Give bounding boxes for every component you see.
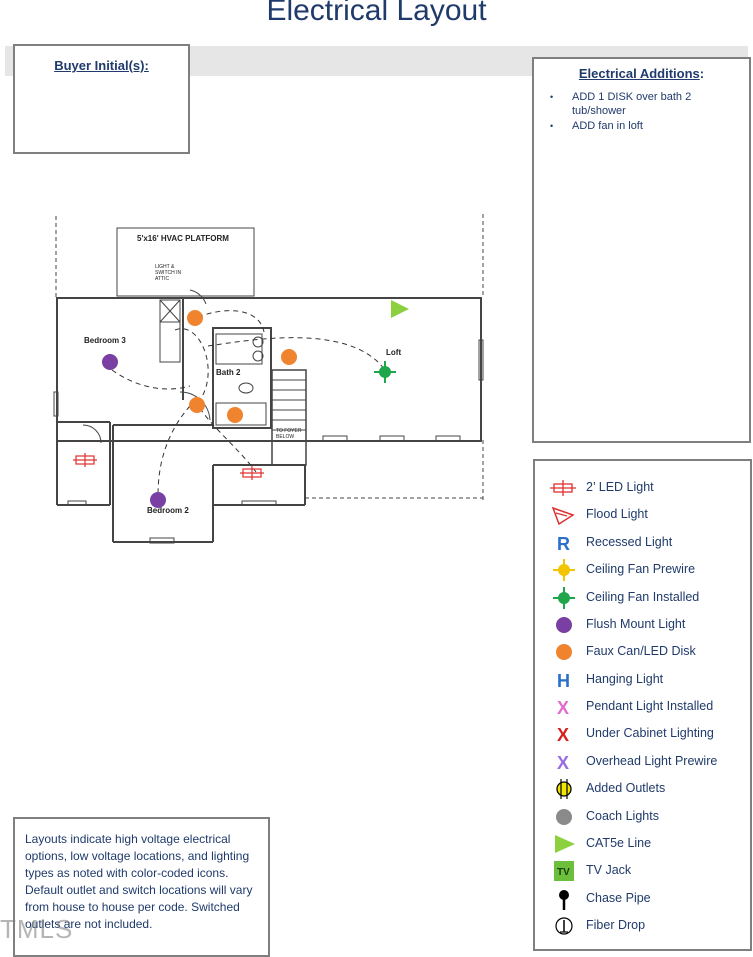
faux-can-led-disk-icon (187, 310, 203, 326)
legend-item: 2’ LED Light (547, 476, 747, 500)
cat5e-line-icon (391, 300, 409, 318)
legend-item: X Overhead Light Prewire (547, 750, 747, 774)
legend-item: CAT5e Line (547, 832, 747, 856)
legend-item: Coach Lights (547, 805, 747, 829)
flood-light-icon (551, 506, 575, 526)
flush-mount-light-icon (556, 617, 572, 633)
cat5e-line-icon (555, 835, 575, 853)
electrical-additions-heading: Electrical Additions: (578, 66, 705, 81)
legend-item: Chase Pipe (547, 887, 747, 911)
hanging-light-icon: H (557, 671, 570, 691)
room-label-bedroom-3: Bedroom 3 (84, 336, 126, 345)
legend-item: TV TV Jack (547, 859, 747, 883)
svg-text:X: X (557, 698, 569, 718)
buyer-initials-label: Buyer Initial(s): (54, 58, 149, 73)
room-label-loft: Loft (386, 348, 402, 357)
svg-text:TV: TV (557, 867, 570, 878)
led-2ft-icon (73, 453, 97, 467)
faux-can-led-disk-icon (556, 644, 572, 660)
legend-item: Faux Can/LED Disk (547, 640, 747, 664)
coach-light-icon (556, 809, 572, 825)
room-label-bath-2: Bath 2 (216, 368, 241, 377)
hvac-platform-label: 5'x16' HVAC PLATFORM (137, 234, 229, 243)
legend-item: Fiber Drop (547, 914, 747, 938)
legend: 2’ LED Light Flood Light R Recessed Ligh… (533, 459, 752, 951)
led-2ft-icon (240, 466, 264, 480)
overhead-light-prewire-icon: X (557, 753, 569, 773)
addition-item: ADD fan in loft (548, 119, 738, 133)
stair-note: TO FOYER BELOW (276, 428, 302, 440)
legend-item: Ceiling Fan Prewire (547, 558, 747, 582)
ceiling-fan-prewire-icon (553, 559, 575, 581)
disclaimer-text: Layouts indicate high voltage electrical… (25, 832, 253, 931)
room-label-bedroom-2: Bedroom 2 (147, 506, 189, 515)
ceiling-fan-installed-icon (374, 361, 396, 383)
svg-text:R: R (557, 534, 570, 554)
legend-item: R Recessed Light (547, 531, 747, 555)
mls-watermark: TMLS (0, 914, 74, 944)
pendant-light-icon: X (557, 698, 569, 718)
svg-text:H: H (557, 671, 570, 691)
fiber-drop-icon (555, 917, 573, 935)
legend-item: X Under Cabinet Lighting (547, 722, 747, 746)
legend-item: Ceiling Fan Installed (547, 586, 747, 610)
electrical-additions-box: Electrical Additions: ADD 1 DISK over ba… (532, 57, 751, 443)
tv-jack-icon: TV (554, 861, 574, 881)
faux-can-led-disk-icon (189, 397, 205, 413)
floor-plan-drawing (53, 214, 484, 544)
electrical-additions-list: ADD 1 DISK over bath 2 tub/shower ADD fa… (548, 90, 738, 134)
disclaimer-box: Layouts indicate high voltage electrical… (13, 817, 270, 957)
legend-item: H Hanging Light (547, 668, 747, 692)
faux-can-led-disk-icon (227, 407, 243, 423)
added-outlet-icon (556, 779, 572, 799)
floor-plan: 5'x16' HVAC PLATFORM LIGHT & SWITCH IN A… (50, 210, 490, 550)
flush-mount-light-icon (150, 492, 166, 508)
chase-pipe-icon (559, 890, 569, 910)
legend-item: Flood Light (547, 503, 747, 527)
flush-mount-light-icon (102, 354, 118, 370)
page-title: Electrical Layout (266, 0, 487, 27)
faux-can-led-disk-icon (281, 349, 297, 365)
legend-item: Flush Mount Light (547, 613, 747, 637)
svg-text:X: X (557, 753, 569, 773)
addition-item: ADD 1 DISK over bath 2 tub/shower (548, 90, 738, 118)
svg-text:X: X (557, 725, 569, 745)
legend-item: X Pendant Light Installed (547, 695, 747, 719)
ceiling-fan-installed-icon (553, 587, 575, 609)
under-cabinet-light-icon: X (557, 725, 569, 745)
led-2ft-icon (550, 480, 576, 496)
recessed-light-icon: R (557, 534, 570, 554)
legend-item: Added Outlets (547, 777, 747, 801)
attic-light-note: LIGHT & SWITCH IN ATTIC (155, 264, 182, 282)
buyer-initials-box[interactable]: Buyer Initial(s): (13, 44, 190, 154)
